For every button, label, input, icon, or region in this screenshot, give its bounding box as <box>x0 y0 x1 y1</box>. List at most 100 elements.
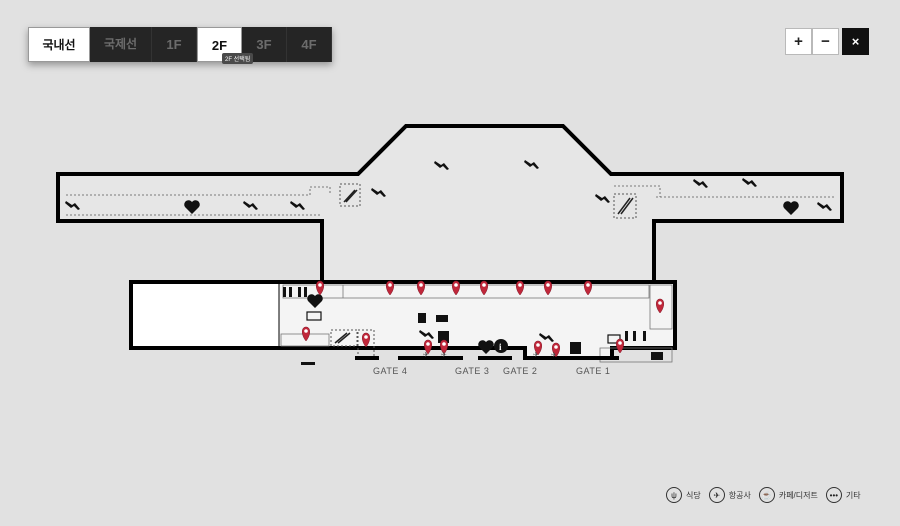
airplane-icon: ✈ <box>708 487 725 503</box>
escalator-left-icon <box>343 189 358 203</box>
poi-pin-icon[interactable] <box>424 339 432 355</box>
poi-pin-dot <box>454 283 458 287</box>
floor-4f[interactable]: 4F <box>287 27 332 62</box>
restroom-icon <box>304 287 307 297</box>
poi-pin-dot <box>364 335 368 339</box>
legend-label: 기타 <box>845 490 861 500</box>
walkway-left <box>66 186 331 196</box>
gate-4-bar-b <box>398 356 463 360</box>
legend-other[interactable]: ••• 기타 <box>825 487 861 503</box>
floor-3f[interactable]: 3F <box>242 27 287 62</box>
gate-label: GATE 2 <box>503 366 537 376</box>
fork-knife-icon: ψ <box>666 487 682 503</box>
restroom-icon <box>298 287 301 297</box>
gate-1-bar <box>585 356 619 360</box>
poi-pin-icon[interactable] <box>534 340 542 356</box>
poi-pin-icon[interactable] <box>516 280 524 296</box>
escalator-left-box <box>339 183 361 207</box>
aed-heart-icon <box>307 294 323 308</box>
poi-pin-icon[interactable] <box>584 280 592 296</box>
departure-icon <box>524 160 539 169</box>
legend-label: 카페/디저트 <box>778 490 818 500</box>
airplane-icon: ✈ <box>551 352 557 359</box>
escalator-lower-box <box>330 329 358 347</box>
aed-heart-icon <box>184 200 200 214</box>
restroom-icon <box>633 331 636 341</box>
departure-icon <box>693 179 708 188</box>
departure-icon <box>539 333 554 342</box>
poi-pin-icon[interactable] <box>480 280 488 296</box>
departure-icons <box>65 160 832 342</box>
poi-pin-dot <box>536 343 540 347</box>
poi-pin-icon[interactable] <box>656 298 664 314</box>
gate-label: GATE 3 <box>455 366 489 376</box>
poi-pin-icon[interactable] <box>316 280 324 296</box>
poi-pins[interactable] <box>302 280 664 358</box>
departure-icon <box>419 330 434 339</box>
departure-icon <box>742 178 757 187</box>
aed-heart-icon <box>478 340 494 354</box>
poi-pin-dot <box>518 283 522 287</box>
zoom-controls: + − × <box>785 28 869 55</box>
upper-concourse <box>56 124 844 284</box>
cup-icon: ☕ <box>758 487 775 503</box>
restroom-icons <box>283 287 663 365</box>
taxi-icon <box>651 352 663 360</box>
departure-icon <box>290 201 305 210</box>
gate-label: GATE 1 <box>576 366 610 376</box>
more-icon: ••• <box>825 487 842 503</box>
gate-2-bar <box>528 356 572 360</box>
tab-international[interactable]: 국제선 <box>90 27 152 62</box>
airplane-icon: ✈ <box>533 352 539 359</box>
poi-pin-dot <box>658 301 662 305</box>
poi-pin-icon[interactable] <box>544 280 552 296</box>
floor-1f[interactable]: 1F <box>152 27 197 62</box>
poi-pin-dot <box>554 345 558 349</box>
vehicle-icon <box>436 315 448 322</box>
poi-pin-icon[interactable] <box>616 338 624 354</box>
gate-4-bar-a <box>355 356 379 360</box>
airplane-icon: ✈ <box>441 352 447 359</box>
poi-pin-icon[interactable] <box>452 280 460 296</box>
legend-restaurant[interactable]: ψ 식당 <box>666 487 701 503</box>
poi-pin-icon[interactable] <box>417 280 425 296</box>
walkway-right-stub <box>614 185 661 197</box>
elevator-icon <box>570 342 581 354</box>
poi-pin-icon[interactable] <box>302 326 310 342</box>
gate-plane-icons: ✈ ✈ ✈ ✈ <box>423 352 557 359</box>
legend-cafe[interactable]: ☕ 카페/디저트 <box>758 487 818 503</box>
legend-airline[interactable]: ✈ 항공사 <box>708 487 751 503</box>
escalator-right-box <box>613 193 637 219</box>
poi-pin-icon[interactable] <box>440 339 448 355</box>
zoom-in-button[interactable]: + <box>785 28 812 55</box>
legend-label: 식당 <box>686 490 701 500</box>
battery-icon <box>306 311 322 321</box>
poi-pin-dot <box>388 283 392 287</box>
departure-icon <box>371 188 386 197</box>
aed-heart-icon <box>783 201 799 215</box>
elevator-icon <box>438 331 449 343</box>
close-button[interactable]: × <box>842 28 869 55</box>
poi-pin-icon[interactable] <box>386 280 394 296</box>
taxi-block <box>599 347 673 363</box>
poi-pin-icon[interactable] <box>552 342 560 358</box>
departure-icon <box>434 161 449 170</box>
departure-icon <box>817 202 832 211</box>
smoking-icon <box>301 362 315 365</box>
poi-pin-dot <box>442 342 446 346</box>
zoom-out-button[interactable]: − <box>812 28 839 55</box>
departure-icon <box>595 194 610 203</box>
poi-pin-dot <box>304 329 308 333</box>
poi-pin-dot <box>426 342 430 346</box>
poi-pin-dot <box>318 283 322 287</box>
selected-floor-tooltip: 2F 선택됨 <box>222 53 254 64</box>
restaurant-block <box>649 284 673 330</box>
poi-pin-dot <box>546 283 550 287</box>
map-legend: ψ 식당 ✈ 항공사 ☕ 카페/디저트 ••• 기타 <box>666 487 861 503</box>
poi-pin-icon[interactable] <box>362 332 370 348</box>
poi-pin-dot <box>586 283 590 287</box>
airplane-icon: ✈ <box>423 352 429 359</box>
floor-selector: 국내선 국제선 1F 2F 3F 4F <box>28 27 332 62</box>
tab-domestic[interactable]: 국내선 <box>28 27 90 62</box>
